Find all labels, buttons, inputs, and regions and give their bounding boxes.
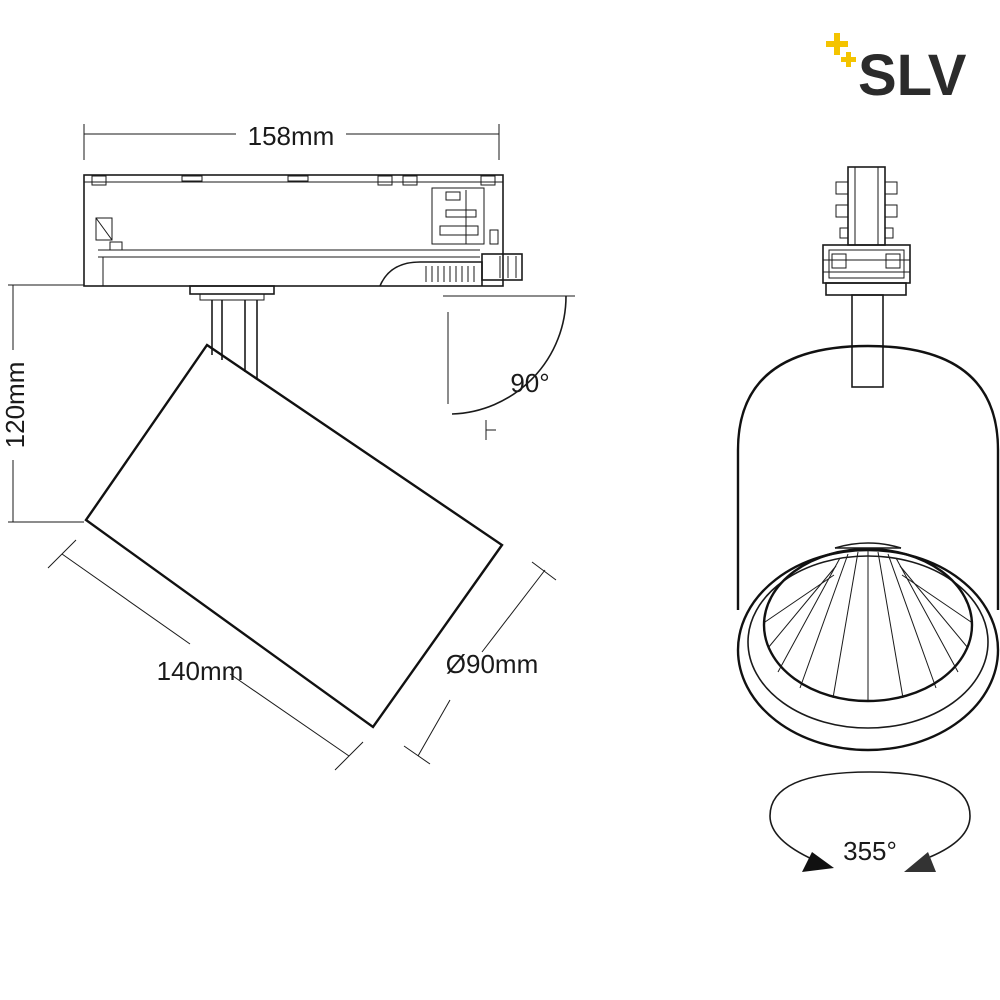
reflector-ribs (764, 550, 972, 700)
logo-plus-icon (826, 33, 856, 67)
width-dimension: 158mm (83, 121, 500, 160)
stem (211, 300, 258, 378)
length-dimension: 140mm (47, 539, 364, 771)
rotation-label: 355° (843, 836, 897, 866)
rotation-arrow-left-icon (802, 852, 834, 872)
front-view-adapter (822, 166, 911, 296)
rotation-indicator: 355° (769, 771, 971, 872)
height-dimension: 120mm (0, 284, 84, 523)
length-label: 140mm (157, 656, 244, 686)
rotation-arrow-right-icon (904, 852, 936, 872)
diameter-label: Ø90mm (446, 649, 538, 679)
spot-body (84, 343, 504, 729)
track-adapter (83, 174, 523, 301)
lever-ribs (425, 256, 517, 282)
width-label: 158mm (248, 121, 335, 151)
tilt-label: 90° (510, 368, 549, 398)
logo-text: SLV (858, 43, 967, 108)
front-view-stem (851, 294, 884, 388)
slv-logo: SLV (826, 33, 967, 108)
diameter-dimension: Ø90mm (403, 561, 557, 765)
height-label: 120mm (0, 362, 30, 449)
tilt-angle: 90° (443, 295, 575, 440)
